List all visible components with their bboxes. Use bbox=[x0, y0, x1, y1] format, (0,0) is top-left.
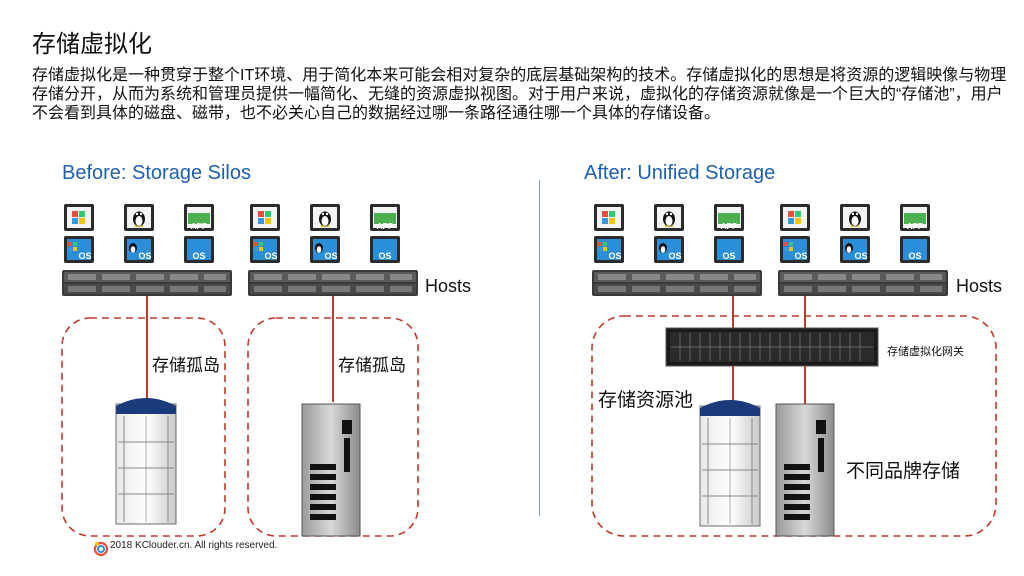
svg-text:APP: APP bbox=[377, 222, 394, 231]
svg-text:OS: OS bbox=[794, 251, 807, 261]
svg-text:OS: OS bbox=[722, 251, 735, 261]
after-group2-hosts: APP OS OS OS bbox=[780, 204, 930, 263]
after-panel-title: After: Unified Storage bbox=[584, 162, 776, 184]
brand-storage-label: 不同品牌存储 bbox=[846, 461, 961, 482]
svg-text:OS: OS bbox=[668, 251, 681, 261]
before-group2-hosts: APP OS OS OS bbox=[250, 204, 400, 263]
svg-text:OS: OS bbox=[192, 251, 205, 261]
svg-text:OS: OS bbox=[324, 251, 337, 261]
before-rack-storage bbox=[115, 397, 177, 525]
storage-gateway bbox=[665, 327, 879, 367]
footer-copyright: 2018 KClouder.cn. All rights reserved. bbox=[110, 540, 278, 551]
before-silo-1 bbox=[61, 317, 226, 537]
svg-text:OS: OS bbox=[264, 251, 277, 261]
after-rack-storage bbox=[699, 399, 761, 527]
panel-divider bbox=[539, 180, 540, 516]
svg-text:APP: APP bbox=[721, 222, 738, 231]
before-tower-storage bbox=[301, 403, 361, 537]
app-text: APP bbox=[191, 222, 208, 231]
svg-text:OS: OS bbox=[378, 251, 391, 261]
after-hosts-label: Hosts bbox=[956, 276, 1003, 296]
pool-label: 存储资源池 bbox=[598, 390, 694, 411]
svg-text:OS: OS bbox=[608, 251, 621, 261]
before-panel-title: Before: Storage Silos bbox=[62, 162, 251, 184]
gateway-label: 存储虚拟化网关 bbox=[887, 346, 964, 358]
slide-title: 存储虚拟化 bbox=[32, 31, 152, 58]
before-hosts-label: Hosts bbox=[425, 276, 472, 296]
before-switch-1 bbox=[62, 270, 232, 296]
kclouder-logo bbox=[93, 541, 109, 557]
svg-text:OS: OS bbox=[854, 251, 867, 261]
after-group1-hosts: APP OS OS OS bbox=[594, 204, 744, 263]
before-group1-hosts: APP OS OS OS bbox=[64, 204, 214, 263]
silo-label-2: 存储孤岛 bbox=[338, 356, 406, 375]
silo-label-1: 存储孤岛 bbox=[152, 356, 220, 375]
svg-text:OS: OS bbox=[78, 251, 91, 261]
footer: 2018 KClouder.cn. All rights reserved. bbox=[94, 540, 277, 551]
after-tower-storage bbox=[775, 403, 835, 537]
after-storage-pool bbox=[591, 315, 997, 537]
svg-text:APP: APP bbox=[907, 222, 924, 231]
intro-paragraph: 存储虚拟化是一种贯穿于整个IT环境、用于简化本来可能会相对复杂的底层基础架构的技… bbox=[32, 67, 1007, 122]
after-switch-2 bbox=[778, 270, 948, 296]
svg-text:OS: OS bbox=[908, 251, 921, 261]
after-switch-1 bbox=[592, 270, 762, 296]
before-switch-2 bbox=[248, 270, 418, 296]
svg-text:OS: OS bbox=[138, 251, 151, 261]
